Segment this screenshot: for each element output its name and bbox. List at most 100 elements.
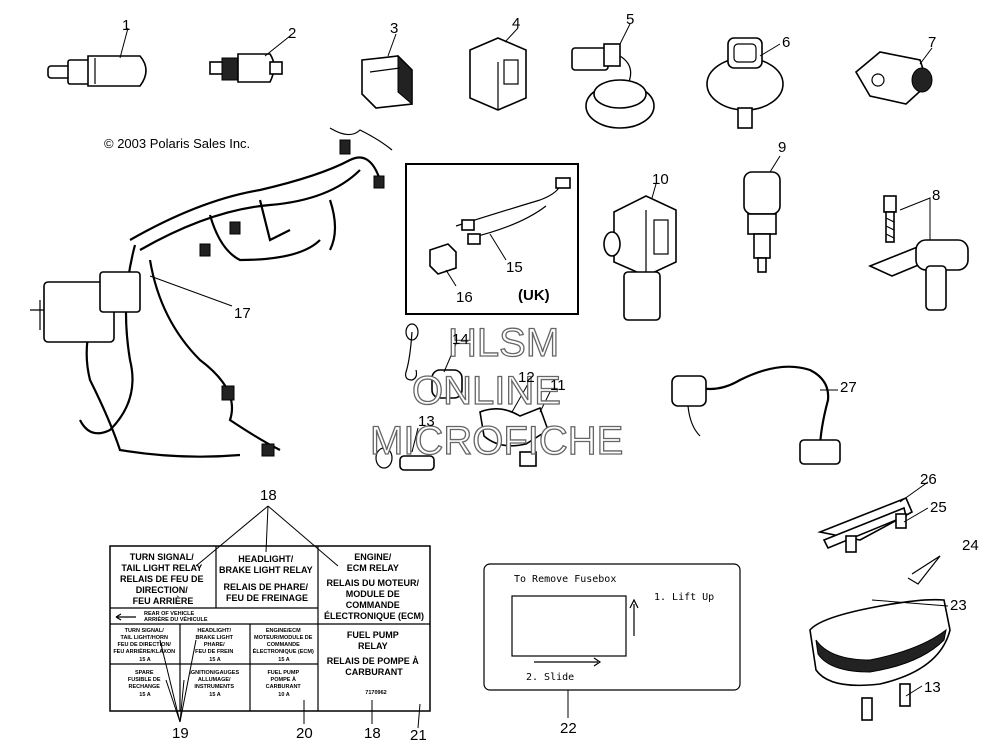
callout-4: 4: [512, 15, 520, 32]
head-relay-line2: BRAKE LIGHT RELAY: [219, 565, 313, 575]
ecm-relay-line1: ENGINE/: [354, 552, 392, 562]
fuel-relay-2: RELAY: [358, 641, 388, 651]
callout-14: 14: [452, 331, 469, 348]
part-10-sensor: [603, 183, 677, 321]
fuse-turn-1: TURN SIGNAL/: [125, 628, 165, 634]
fuse-head-4: FEU DE FREIN: [195, 649, 233, 655]
fuse-fuel-3: CARBURANT: [266, 684, 302, 690]
ecm-relay-fr1: RELAIS DU MOTEUR/: [326, 578, 419, 588]
svg-text:SPARE FUSIBLE DE R: SPARE FUSIBLE DE RECHANGE 15 A: [128, 670, 162, 698]
callout-13b: 13: [924, 679, 941, 696]
callout-6: 6: [782, 34, 790, 51]
callout-12: 12: [518, 369, 535, 386]
fuel-relay-fr1: RELAIS DE POMPE À: [327, 656, 420, 666]
fuse-turn-4: FEU ARRIÈRE/KLAXON: [113, 647, 175, 655]
fuse-fuel-2: POMPE À: [271, 676, 296, 683]
watermark: HLSM ONLINE MICROFICHE: [369, 320, 624, 463]
callout-21: 21: [410, 727, 427, 743]
fuse-ecm-2: MOTEUR/MODULE DE: [254, 635, 313, 641]
fuse-ign-3: INSTRUMENTS: [194, 684, 234, 690]
svg-text:TURN SIGNAL/ TAIL LIGHT: TURN SIGNAL/ TAIL LIGHT RELAY RELAIS DE …: [120, 552, 206, 606]
copyright-notice: © 2003 Polaris Sales Inc.: [104, 136, 250, 151]
callout-25: 25: [930, 499, 947, 516]
svg-text:TURN SIGNAL/ TAIL LIGHT/: TURN SIGNAL/ TAIL LIGHT/HORN FEU DE DIRE…: [113, 628, 176, 663]
callout-9: 9: [778, 139, 786, 156]
rear-arrow: REAR OF VEHICLE ARRIÈRE DU VÉHICULE: [144, 611, 208, 623]
parts-11-14-cluster: [375, 323, 553, 471]
head-relay-fr1: RELAIS DE PHARE/: [223, 582, 308, 592]
callout-19: 19: [172, 725, 189, 742]
part-2-sensor: [209, 35, 291, 83]
ecm-relay-line2: ECM RELAY: [347, 563, 399, 573]
callout-5: 5: [626, 11, 634, 28]
fusebox-title: To Remove Fusebox: [514, 574, 616, 585]
fuse-turn-3: FEU DE DIRECTION/: [117, 642, 171, 648]
fusebox-instruction-card: To Remove Fusebox 1. Lift Up 2. Slide: [483, 563, 741, 718]
svg-text:ENGINE/ ECM RELAY: ENGINE/ ECM RELAY RELAIS DU MOTEUR/ MODU…: [324, 552, 424, 621]
fuse-turn-amp: 15 A: [139, 657, 150, 663]
part-8-speed-sensor: [867, 195, 969, 311]
turn-relay-line4: DIRECTION/: [136, 585, 189, 595]
watermark-line2: ONLINE: [412, 369, 561, 413]
fuse-ign-amp: 15 A: [209, 692, 220, 698]
svg-text:HEADLIGHT/ BRAKE LIGHT R: HEADLIGHT/ BRAKE LIGHT RELAY RELAIS DE P…: [219, 554, 315, 603]
part-6-map-sensor: [706, 37, 784, 129]
part-5-solenoid: [571, 23, 655, 129]
callout-10: 10: [652, 171, 669, 188]
svg-text:HEADLIGHT/ BRAKE LIGHT: HEADLIGHT/ BRAKE LIGHT PHARE/ FEU DE FRE…: [195, 628, 235, 663]
turn-relay-line1: TURN SIGNAL/: [130, 552, 194, 562]
svg-text:IGNITION/GAUGES ALLUMAGE: IGNITION/GAUGES ALLUMAGE/ INSTRUMENTS 15…: [189, 670, 240, 698]
watermark-line3: MICROFICHE: [370, 419, 623, 463]
part-1-pressure-switch: [47, 27, 147, 87]
parts-23-26-ecm-assembly: [809, 481, 951, 721]
fuse-ign-2: ALLUMAGE/: [198, 677, 231, 683]
fuse-head-3: PHARE/: [204, 642, 225, 648]
fuse-spare-1: SPARE: [135, 670, 154, 676]
part-17-wire-harness: [30, 127, 393, 458]
svg-text:FUEL PUMP POMPE À: FUEL PUMP POMPE À CARBURANT 10 A: [266, 670, 303, 698]
fuse-head-2: BRAKE LIGHT: [195, 635, 233, 641]
ecm-relay-fr3: COMMANDE: [346, 600, 400, 610]
part-9-temp-sensor: [743, 155, 781, 273]
fuse-ecm-4: ÉLECTRONIQUE (ECM): [253, 647, 314, 655]
callout-numbers: 1 2 3 4 5 6 7 8 9 10 11 12 13 13 14 15 1…: [122, 11, 979, 743]
fuse-head-1: HEADLIGHT/: [197, 628, 231, 634]
part-7-tps-sensor: [854, 47, 933, 105]
callout-17: 17: [234, 305, 251, 322]
turn-relay-line3: RELAIS DE FEU DE: [120, 574, 204, 584]
ecm-relay-fr4: ÉLECTRONIQUE (ECM): [324, 611, 424, 621]
part-27-sensor-harness: [671, 365, 841, 465]
uk-inset-box: (UK): [405, 163, 579, 315]
fuse-spare-amp: 15 A: [139, 692, 150, 698]
fuse-turn-2: TAIL LIGHT/HORN: [121, 635, 168, 641]
rear-line1: REAR OF VEHICLE: [144, 611, 194, 617]
label-part-number: 7170962: [365, 690, 386, 696]
callout-26: 26: [920, 471, 937, 488]
fuel-relay-1: FUEL PUMP: [347, 630, 399, 640]
callout-15: 15: [506, 259, 523, 276]
callout-20: 20: [296, 725, 313, 742]
fuse-ign-1: IGNITION/GAUGES: [189, 670, 239, 676]
callout-11: 11: [550, 377, 566, 394]
fuel-relay-fr2: CARBURANT: [345, 667, 403, 677]
callout-16: 16: [456, 289, 473, 306]
callout-13a: 13: [418, 413, 435, 430]
watermark-line1: HLSM: [448, 321, 559, 365]
callout-7: 7: [928, 34, 936, 51]
ecm-relay-fr2: MODULE DE: [346, 589, 400, 599]
svg-text:FUEL PUMP RELAY RE: FUEL PUMP RELAY RELAIS DE POMPE À CARBUR…: [327, 630, 422, 677]
fusebox-step2: 2. Slide: [526, 672, 574, 683]
turn-relay-line2: TAIL LIGHT RELAY: [121, 563, 202, 573]
callout-3: 3: [390, 20, 398, 37]
fusebox-step1: 1. Lift Up: [654, 592, 714, 603]
fuse-ecm-amp: 15 A: [278, 657, 289, 663]
callout-2: 2: [288, 25, 296, 42]
callout-24: 24: [962, 537, 979, 554]
callout-18-top: 18: [260, 487, 277, 504]
head-relay-line1: HEADLIGHT/: [238, 554, 293, 564]
rear-line2: ARRIÈRE DU VÉHICULE: [144, 615, 208, 623]
fuse-ecm-1: ENGINE/ECM: [266, 628, 301, 634]
fuse-fuel-amp: 10 A: [278, 692, 289, 698]
fuse-spare-3: RECHANGE: [128, 684, 160, 690]
